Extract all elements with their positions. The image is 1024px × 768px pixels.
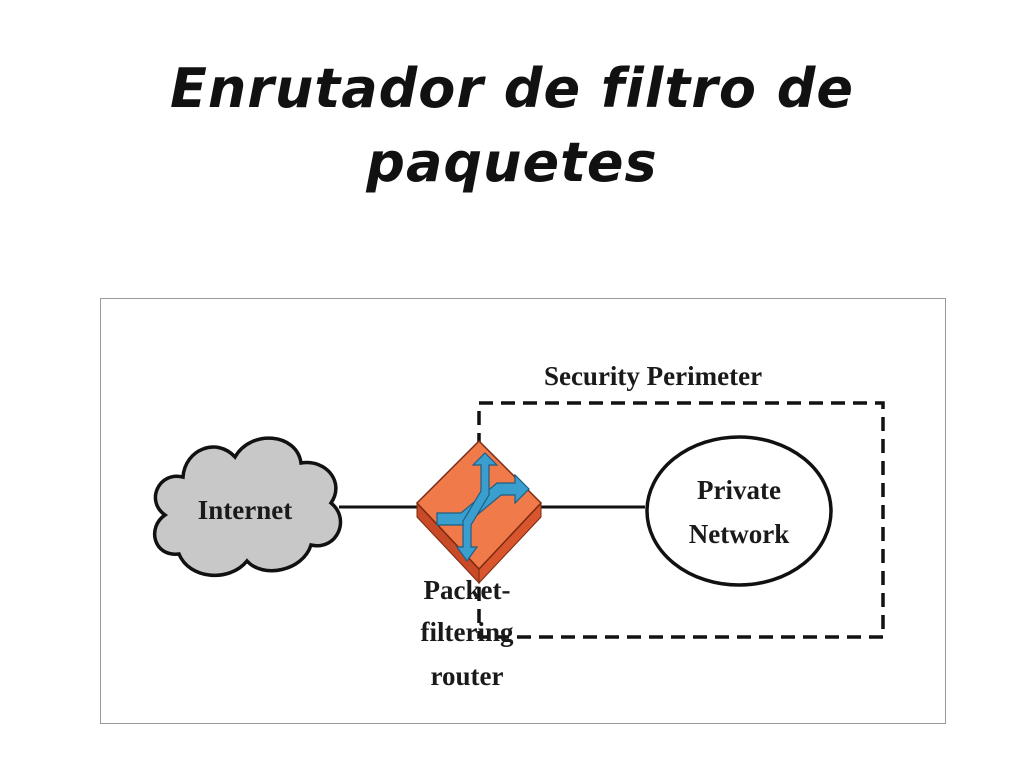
security-perimeter-label: Security Perimeter bbox=[544, 361, 762, 391]
router-icon bbox=[415, 439, 543, 585]
page-title: Enrutador de filtro de paquetes bbox=[169, 57, 855, 194]
private-network-label-line-1: Private bbox=[697, 475, 781, 505]
router-label-line-3: router bbox=[431, 661, 504, 691]
security-perimeter-box bbox=[477, 401, 885, 639]
network-diagram: Security Perimeter Internet Packet- filt… bbox=[153, 361, 885, 691]
router-label-line-1: Packet- bbox=[424, 575, 511, 605]
internet-label: Internet bbox=[198, 495, 292, 525]
internet-cloud-icon bbox=[153, 436, 343, 577]
private-network-label-line-2: Network bbox=[689, 519, 789, 549]
router-label-line-2: filtering bbox=[421, 617, 514, 647]
diagram-frame: Security Perimeter Internet Packet- filt… bbox=[100, 298, 946, 724]
private-network-ellipse bbox=[645, 435, 833, 587]
